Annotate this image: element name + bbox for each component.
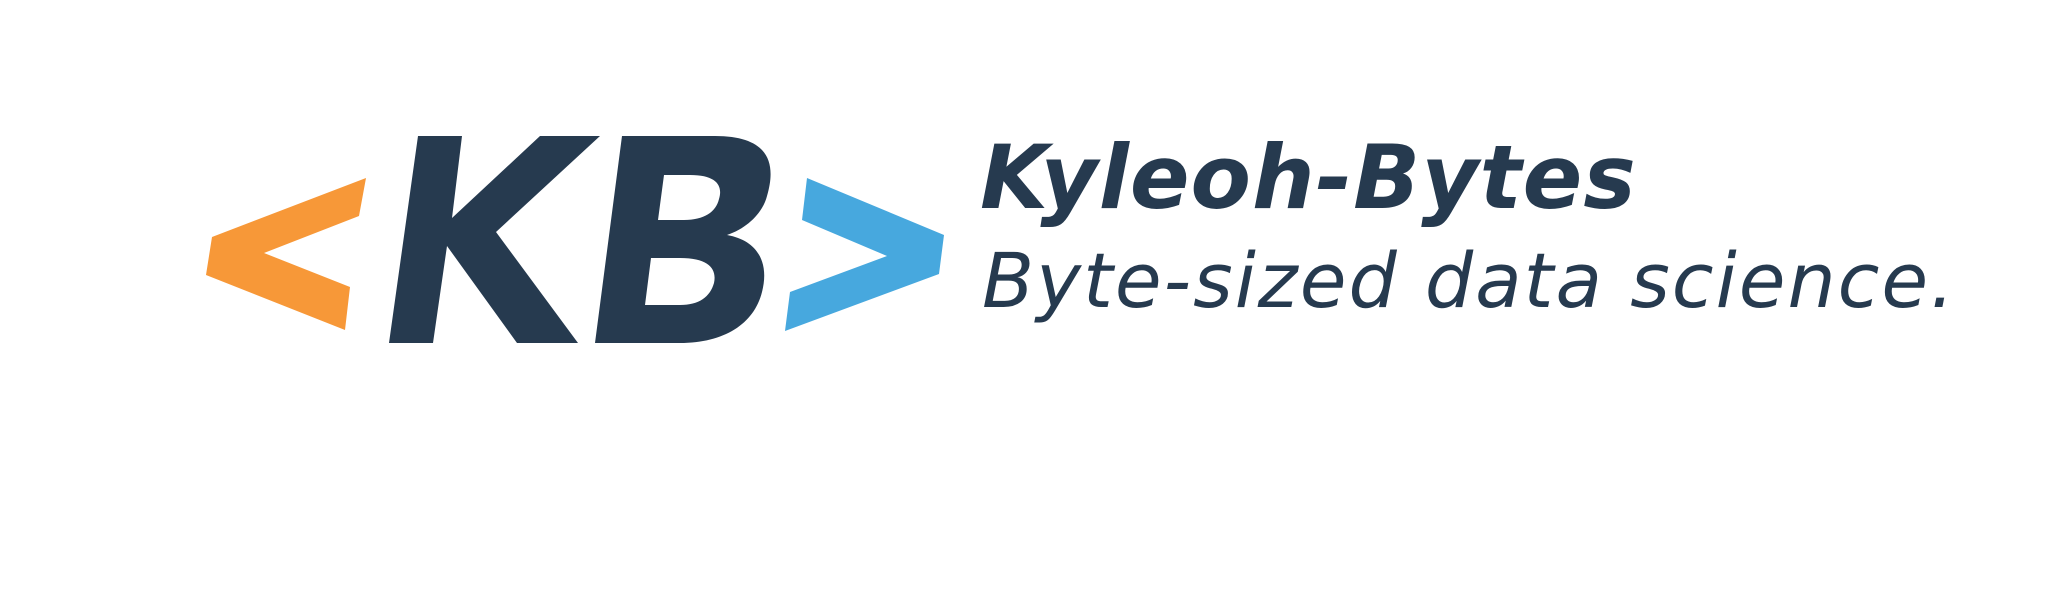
left-angle-bracket-icon <box>206 178 366 330</box>
brand-name: Kyleoh-Bytes <box>980 126 1637 229</box>
monogram-kb <box>389 136 771 343</box>
logo-wordmark: Kyleoh-Bytes Byte-sized data science. <box>980 125 2030 385</box>
monogram-letter-b <box>595 136 771 343</box>
right-angle-bracket-icon <box>785 178 944 331</box>
tagline: Byte-sized data science. <box>982 236 1957 325</box>
monogram-letter-k <box>389 136 600 343</box>
